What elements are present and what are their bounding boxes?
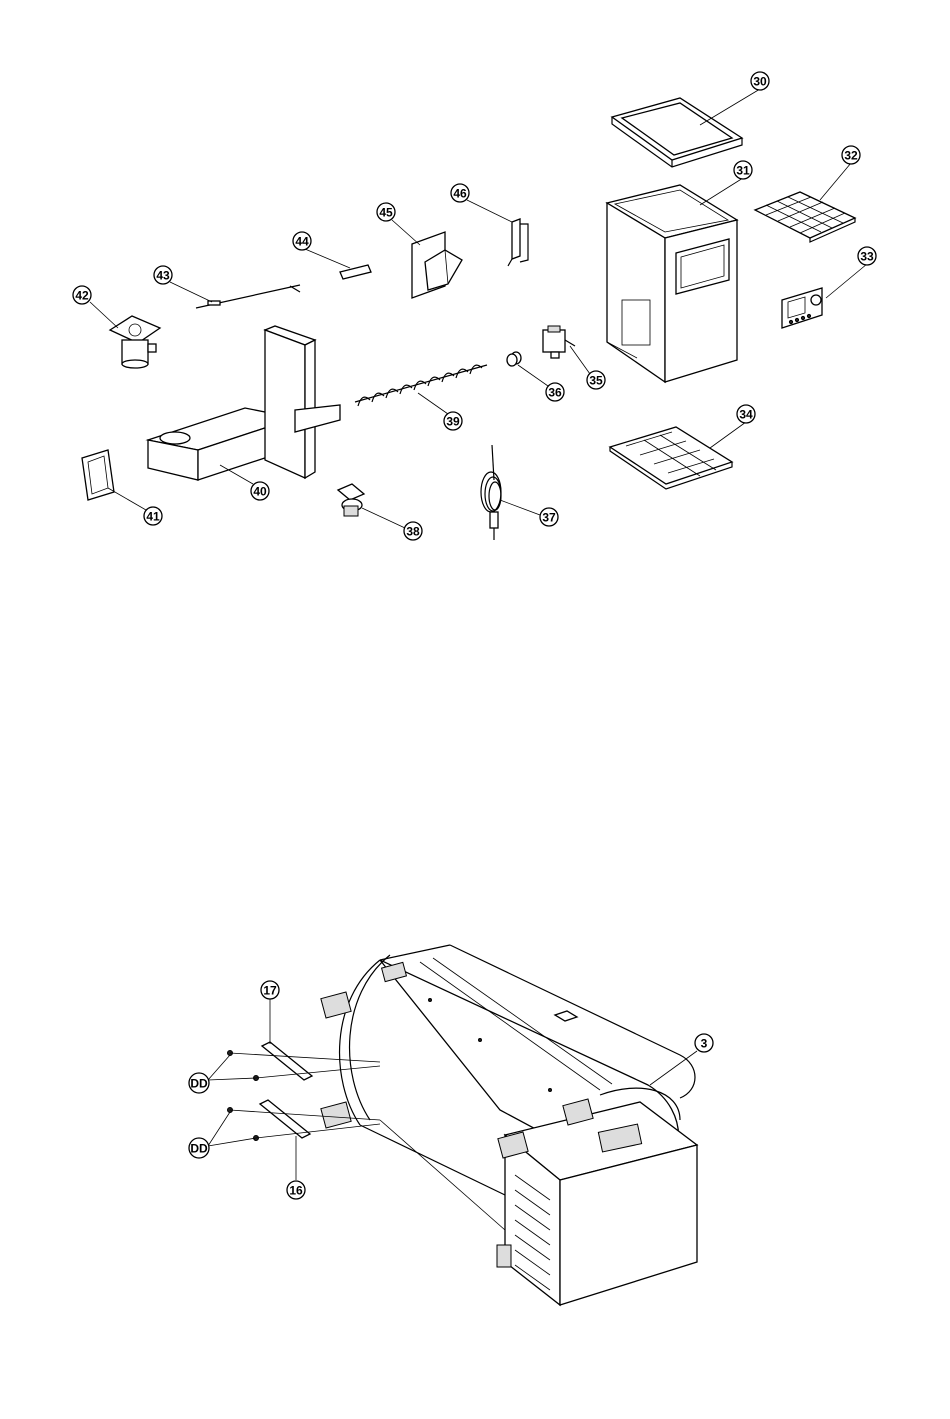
part-auger-tube-assembly xyxy=(148,326,340,480)
part-hopper-box xyxy=(505,1102,697,1305)
svg-text:16: 16 xyxy=(289,1184,303,1198)
callout-30: 30 xyxy=(751,72,769,90)
callout-41: 41 xyxy=(144,507,162,525)
svg-text:38: 38 xyxy=(406,525,420,539)
svg-text:39: 39 xyxy=(446,415,460,429)
svg-text:44: 44 xyxy=(295,235,309,249)
svg-text:34: 34 xyxy=(739,408,753,422)
part-auger xyxy=(355,365,487,406)
svg-text:41: 41 xyxy=(146,510,160,524)
callout-43: 43 xyxy=(154,266,172,284)
svg-text:31: 31 xyxy=(736,164,750,178)
callout-dd-lower: DD xyxy=(189,1138,209,1158)
callout-46: 46 xyxy=(451,184,469,202)
exploded-view-top: 30 31 32 33 34 35 36 37 xyxy=(73,72,876,540)
svg-text:17: 17 xyxy=(263,984,277,998)
svg-text:42: 42 xyxy=(75,289,89,303)
part-plate xyxy=(340,265,371,279)
callout-39: 39 xyxy=(444,412,462,430)
part-controller xyxy=(782,288,822,328)
part-combustion-fan xyxy=(338,484,364,516)
assembly-view-bottom: 17 DD DD 16 3 xyxy=(189,945,713,1305)
part-bottom-tray xyxy=(610,427,732,489)
svg-text:33: 33 xyxy=(860,250,874,264)
callout-31: 31 xyxy=(734,161,752,179)
svg-text:37: 37 xyxy=(542,511,556,525)
part-temperature-probe xyxy=(481,445,501,540)
callout-42: 42 xyxy=(73,286,91,304)
svg-text:32: 32 xyxy=(844,149,858,163)
part-gasket xyxy=(82,450,114,500)
screws-dd xyxy=(228,1051,506,1231)
callout-45: 45 xyxy=(377,203,395,221)
callout-38: 38 xyxy=(404,522,422,540)
part-rod xyxy=(196,285,300,308)
part-bracket xyxy=(508,219,528,266)
part-hopper-grate xyxy=(755,192,855,242)
callout-17: 17 xyxy=(261,981,279,999)
callout-36: 36 xyxy=(546,383,564,401)
callout-dd-upper: DD xyxy=(189,1073,209,1093)
part-auger-motor xyxy=(543,326,575,358)
svg-text:3: 3 xyxy=(701,1037,708,1051)
svg-text:DD: DD xyxy=(190,1142,208,1156)
callout-33: 33 xyxy=(858,247,876,265)
svg-text:35: 35 xyxy=(589,374,603,388)
callout-34: 34 xyxy=(737,405,755,423)
svg-text:40: 40 xyxy=(253,485,267,499)
part-hopper-body xyxy=(607,185,737,382)
part-bushing xyxy=(507,352,521,366)
svg-text:36: 36 xyxy=(548,386,562,400)
part-hopper-lid xyxy=(612,98,742,167)
callout-16: 16 xyxy=(287,1181,305,1199)
callout-35: 35 xyxy=(587,371,605,389)
part-burn-pot xyxy=(110,316,160,368)
svg-text:43: 43 xyxy=(156,269,170,283)
svg-text:45: 45 xyxy=(379,206,393,220)
callout-44: 44 xyxy=(293,232,311,250)
part-slide-17 xyxy=(262,1042,312,1080)
callout-3: 3 xyxy=(695,1034,713,1052)
callout-40: 40 xyxy=(251,482,269,500)
callout-32: 32 xyxy=(842,146,860,164)
callout-37: 37 xyxy=(540,508,558,526)
svg-text:DD: DD xyxy=(190,1077,208,1091)
svg-text:46: 46 xyxy=(453,187,467,201)
part-slide-16 xyxy=(260,1100,310,1138)
svg-text:30: 30 xyxy=(753,75,767,89)
part-chute xyxy=(412,232,462,298)
